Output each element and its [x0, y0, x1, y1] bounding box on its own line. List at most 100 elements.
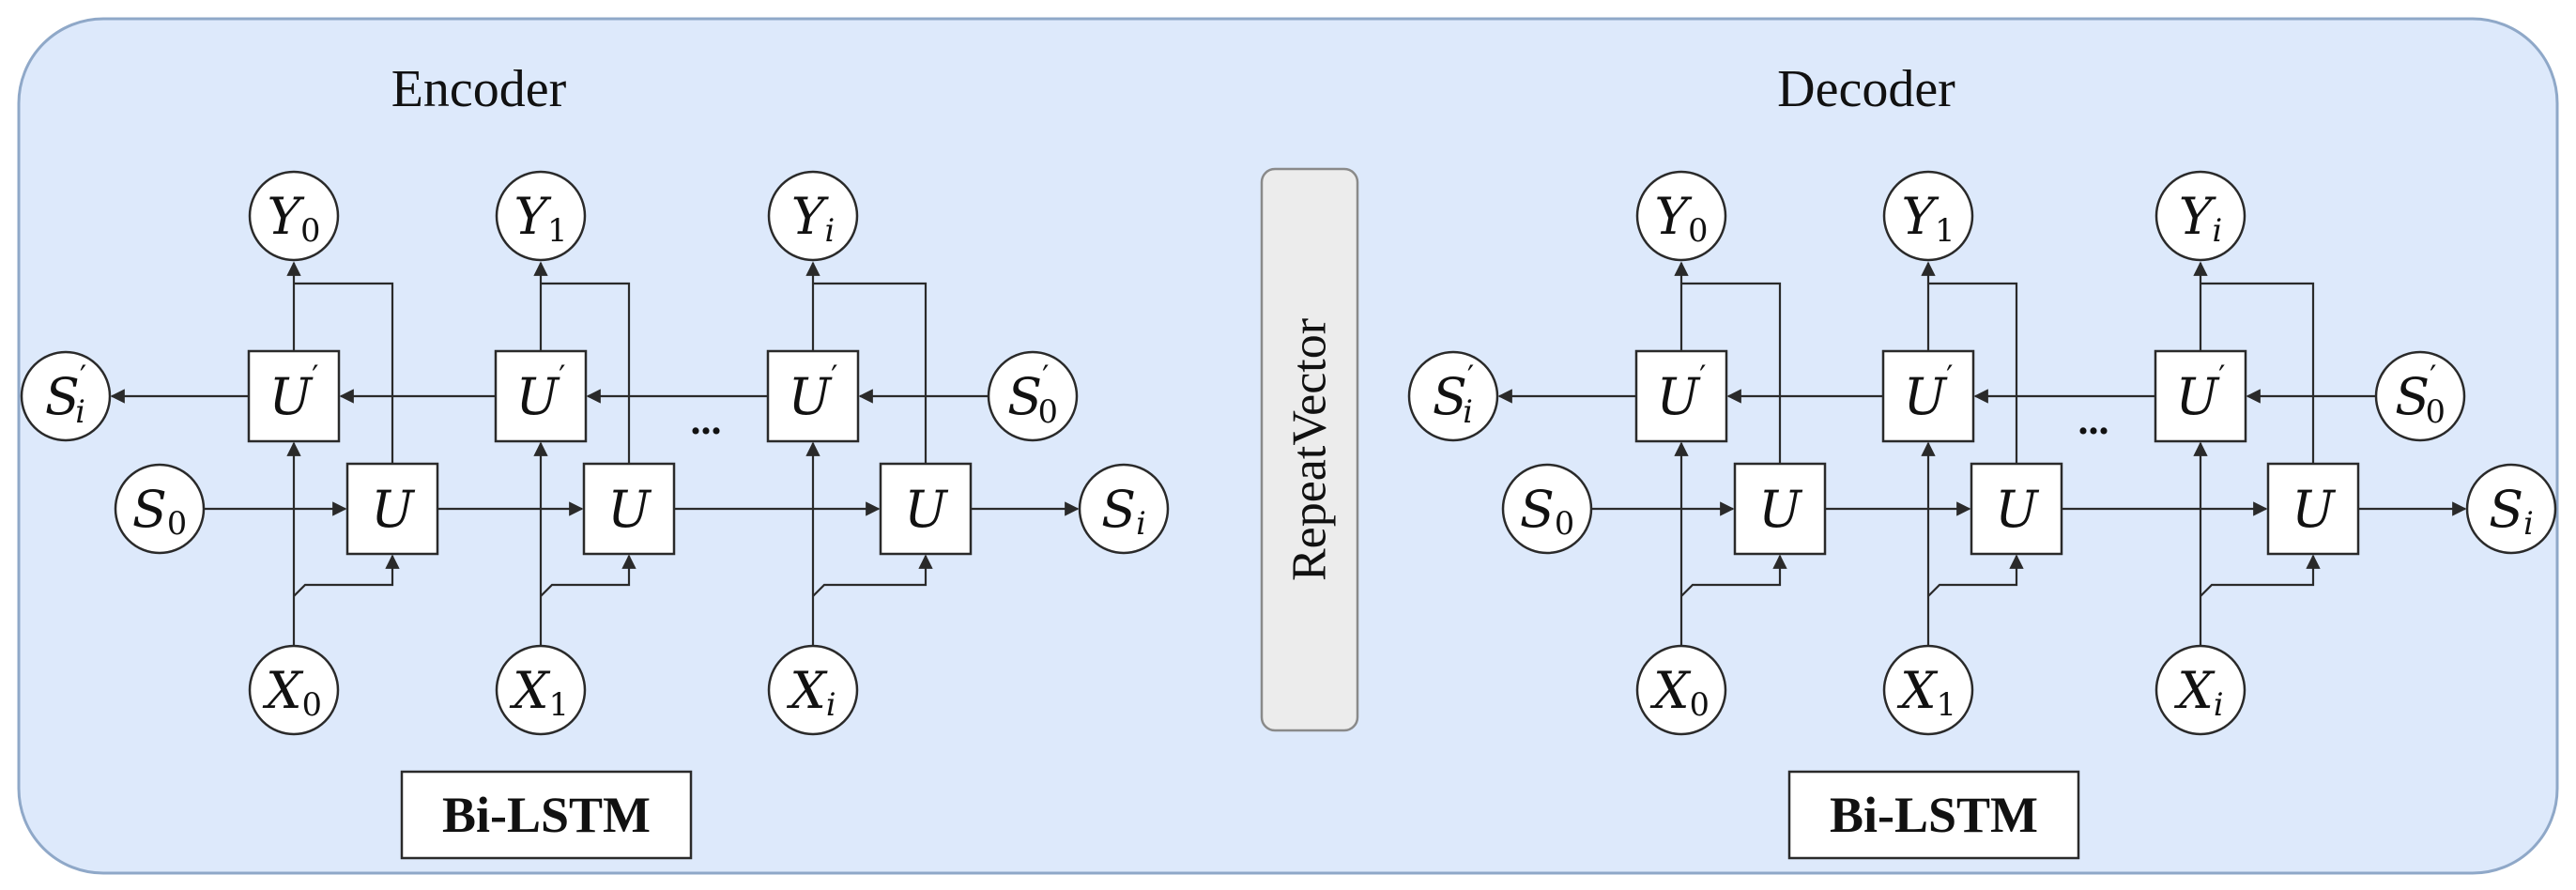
- forward-cell-shape: [582, 462, 676, 556]
- forward-to-output-line: [813, 282, 928, 464]
- backward-cell-shape: [2154, 349, 2247, 443]
- output-node-label: Y0: [1655, 187, 1709, 249]
- forward-cell: U: [879, 462, 973, 556]
- input-node-shape: [767, 644, 859, 736]
- backward-cell-label: U′: [269, 359, 319, 425]
- output-node-shape: [1635, 170, 1727, 262]
- forward-cell-label: U: [904, 480, 948, 539]
- backward-cell-label: U′: [1657, 359, 1707, 425]
- backward-state-out-node-shape: [20, 350, 112, 442]
- input-to-forward-arrow: [812, 554, 933, 597]
- input-to-forward-arrow: [1680, 554, 1787, 597]
- backward-state-out-node-label: S′i: [1433, 359, 1474, 429]
- output-node-label: Y1: [514, 187, 568, 249]
- backward-cell: U′: [1881, 349, 1975, 443]
- input-node-shape: [1882, 644, 1974, 736]
- bi-lstm-label-box: Bi-LSTM: [400, 770, 693, 860]
- backward-cell: U′: [2154, 349, 2247, 443]
- input-node-shape: [1635, 644, 1727, 736]
- backward-state-in-node-label: S′0: [1007, 359, 1058, 429]
- forward-state-in-node-label: S0: [1520, 480, 1574, 542]
- input-node: Xi: [767, 644, 859, 736]
- output-node-shape: [1882, 170, 1974, 262]
- bi-lstm-label: Bi-LSTM: [442, 787, 651, 843]
- forward-to-output-line: [2200, 282, 2315, 464]
- output-node-label: Y0: [268, 187, 321, 249]
- bi-lstm-label: Bi-LSTM: [1830, 787, 2038, 843]
- backward-state-in-node: S′0: [987, 350, 1079, 442]
- output-node: Y1: [1882, 170, 1974, 262]
- output-node: Y0: [248, 170, 340, 262]
- bi-lstm-label-box: Bi-LSTM: [1787, 770, 2080, 860]
- backward-cell: U′: [247, 349, 341, 443]
- forward-cell-label: U: [2292, 480, 2336, 539]
- forward-cell-shape: [1733, 462, 1827, 556]
- forward-state-out-node-label: Si: [2489, 480, 2534, 542]
- forward-cell-label: U: [1758, 480, 1802, 539]
- forward-cell-shape: [879, 462, 973, 556]
- input-node: X0: [1635, 644, 1727, 736]
- forward-state-in-node-shape: [114, 463, 206, 555]
- input-node-shape: [2154, 644, 2246, 736]
- backward-cell-shape: [1881, 349, 1975, 443]
- ellipsis: ...: [691, 397, 722, 443]
- output-node: Yi: [767, 170, 859, 262]
- forward-cell-shape: [345, 462, 439, 556]
- input-node-label: Xi: [786, 661, 836, 723]
- output-node-shape: [248, 170, 340, 262]
- backward-state-out-node: S′i: [20, 350, 112, 442]
- input-node: Xi: [2154, 644, 2246, 736]
- repeat-vector-box: [1260, 167, 1359, 732]
- connections: [1497, 261, 2467, 646]
- bi-lstm-frame: [400, 770, 693, 860]
- input-node: X1: [495, 644, 587, 736]
- forward-to-output-line: [1681, 282, 1782, 464]
- backward-cell-label: U′: [1904, 359, 1954, 425]
- forward-to-output-line: [294, 282, 394, 464]
- forward-to-output-line: [541, 282, 631, 464]
- backward-cell-shape: [766, 349, 860, 443]
- input-node: X0: [248, 644, 340, 736]
- forward-cell: U: [582, 462, 676, 556]
- forward-cell-label: U: [607, 480, 652, 539]
- backward-state-out-node-shape: [1407, 350, 1499, 442]
- forward-to-output-line: [1928, 282, 2018, 464]
- input-node: X1: [1882, 644, 1974, 736]
- forward-state-out-node-label: Si: [1101, 480, 1146, 542]
- input-node-label: X0: [262, 661, 322, 723]
- forward-cell-label: U: [371, 480, 415, 539]
- forward-state-out-node-shape: [1078, 463, 1170, 555]
- repeat-vector-label: RepeatVector: [1283, 318, 1337, 581]
- repeat-vector-block: RepeatVector: [1260, 167, 1359, 732]
- forward-cell: U: [1970, 462, 2063, 556]
- forward-cell: U: [345, 462, 439, 556]
- backward-cell-shape: [247, 349, 341, 443]
- forward-state-in-node: S0: [114, 463, 206, 555]
- forward-cell-label: U: [1995, 480, 2039, 539]
- output-node-label: Y1: [1902, 187, 1955, 249]
- forward-cell: U: [1733, 462, 1827, 556]
- input-to-forward-arrow: [1927, 554, 2024, 597]
- forward-cell: U: [2266, 462, 2360, 556]
- forward-state-out-node: Si: [2465, 463, 2557, 555]
- input-node-label: Xi: [2173, 661, 2223, 723]
- connections: [110, 261, 1080, 646]
- backward-cell-shape: [1634, 349, 1728, 443]
- input-to-forward-arrow: [293, 554, 400, 597]
- backward-cell: U′: [1634, 349, 1728, 443]
- input-node-shape: [495, 644, 587, 736]
- forward-cell-shape: [1970, 462, 2063, 556]
- input-to-forward-arrow: [2200, 554, 2321, 597]
- backward-state-in-node-shape: [987, 350, 1079, 442]
- backward-cell-label: U′: [789, 359, 838, 425]
- forward-state-in-node-label: S0: [132, 480, 187, 542]
- backward-cell: U′: [766, 349, 860, 443]
- forward-state-in-node: S0: [1501, 463, 1593, 555]
- output-node-shape: [2154, 170, 2246, 262]
- backward-cell-label: U′: [2176, 359, 2226, 425]
- forward-state-out-node: Si: [1078, 463, 1170, 555]
